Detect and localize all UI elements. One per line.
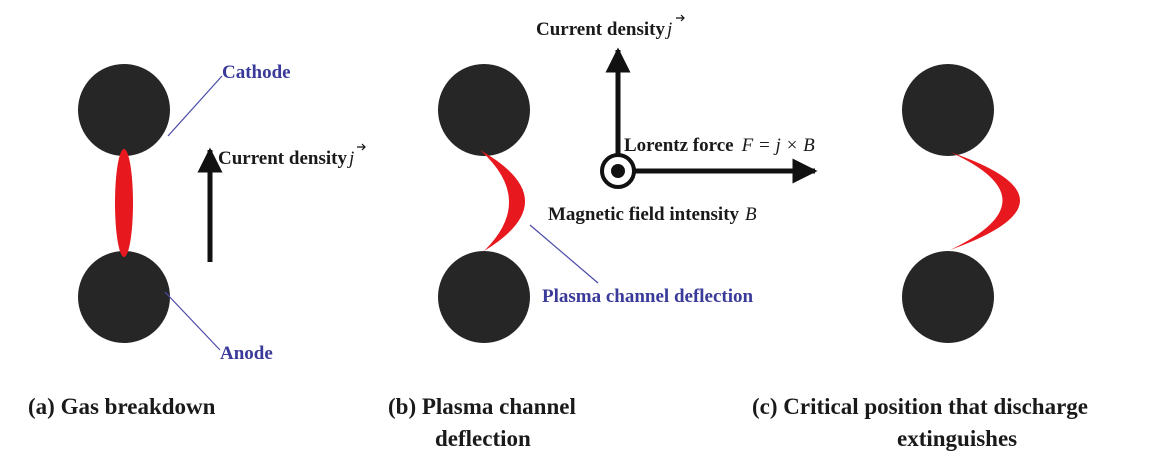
caption-a: (a) Gas breakdown	[28, 394, 216, 419]
magnetic-field-dot	[611, 164, 625, 178]
plasma-channel-straight	[115, 149, 133, 257]
anode-electrode	[438, 251, 530, 343]
cathode-leader-line	[167, 75, 223, 137]
caption-c-line2: extinguishes	[897, 426, 1017, 451]
anode-electrode	[78, 251, 170, 343]
cathode-electrode	[78, 64, 170, 156]
cathode-electrode	[438, 64, 530, 156]
plasma-channel-critical	[950, 152, 1020, 250]
vector-arrow-mark	[357, 143, 366, 151]
anode-label: Anode	[220, 343, 273, 364]
vector-arrow-mark	[676, 14, 685, 22]
caption-b-line2: deflection	[435, 426, 531, 451]
plasma-deflection-label: Plasma channel deflection	[542, 286, 754, 307]
caption-b-line1: (b) Plasma channel	[388, 394, 576, 419]
anode-leader-line	[164, 291, 221, 351]
cathode-electrode	[902, 64, 994, 156]
caption-c-line1: (c) Critical position that discharge	[752, 394, 1088, 419]
plasma-channel-deflected	[480, 150, 526, 251]
plasma-leader-line	[529, 224, 599, 284]
anode-electrode	[902, 251, 994, 343]
panel-c-critical-position: (c) Critical position that discharge ext…	[752, 64, 1088, 451]
cathode-label: Cathode	[222, 62, 291, 83]
